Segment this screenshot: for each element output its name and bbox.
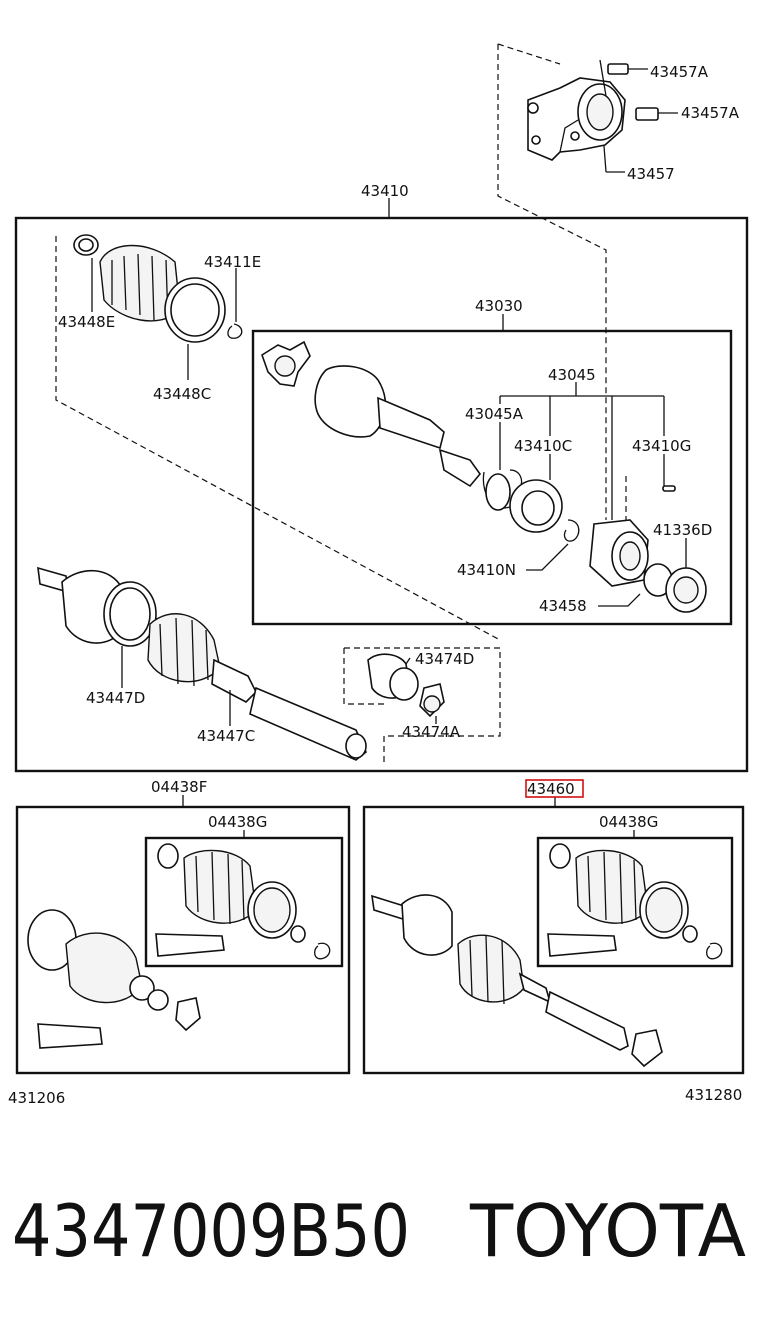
joint-kit-left (27, 909, 201, 1049)
label-41336D: 41336D (653, 521, 712, 539)
label-43448E: 43448E (58, 313, 115, 331)
label-43457A-top: 43457A (650, 63, 709, 81)
label-04438G-right: 04438G (599, 813, 658, 831)
assembly-box-43030 (251, 329, 733, 626)
label-43030: 43030 (475, 297, 523, 315)
seal-41336D (643, 563, 707, 613)
label-43460: 43460 (527, 780, 575, 798)
bearing-43410C (509, 479, 563, 533)
boot-kit-left (155, 843, 331, 960)
drive-shaft-complete (371, 894, 663, 1068)
label-43410: 43410 (361, 182, 409, 200)
bearing-bracket-43457 (527, 77, 626, 161)
label-43411E: 43411E (204, 253, 261, 271)
assembly-box-43410 (14, 216, 749, 773)
label-43474D: 43474D (415, 650, 474, 668)
highlight-43460 (525, 779, 584, 798)
label-431206: 431206 (8, 1089, 65, 1107)
label-43457A-side: 43457A (681, 104, 740, 122)
label-43410G: 43410G (632, 437, 691, 455)
label-43045: 43045 (548, 366, 596, 384)
bearing-retainer-43458 (589, 519, 649, 587)
label-04438G-left: 04438G (208, 813, 267, 831)
bolt-43457A-top (599, 59, 648, 97)
label-43457: 43457 (627, 165, 675, 183)
label-43447D: 43447D (86, 689, 145, 707)
label-43474A: 43474A (402, 723, 461, 741)
label-431280: 431280 (685, 1086, 742, 1104)
boot-kit-upper (73, 234, 243, 343)
part-number: 4347009B50 (12, 1189, 410, 1273)
brand-name: TOYOTA (469, 1189, 746, 1273)
outboard-housing-shaft (314, 365, 482, 488)
label-43458: 43458 (539, 597, 587, 615)
kit-box-04438G-right (536, 836, 734, 968)
inner-bushing-43474D (367, 653, 445, 718)
label-43410N: 43410N (457, 561, 516, 579)
ring-43045A (482, 469, 523, 511)
tripod-joint (261, 340, 311, 387)
outboard-joint-43447D (37, 566, 221, 687)
boot-kit-right (547, 843, 723, 960)
label-04438F: 04438F (151, 778, 207, 796)
bolt-43457A-side (635, 107, 678, 121)
label-43045A: 43045A (465, 405, 524, 423)
label-43448C: 43448C (153, 385, 211, 403)
label-43410C: 43410C (514, 437, 572, 455)
kit-box-43460 (362, 805, 745, 1075)
label-43447C: 43447C (197, 727, 255, 745)
drive-shaft (211, 658, 367, 761)
